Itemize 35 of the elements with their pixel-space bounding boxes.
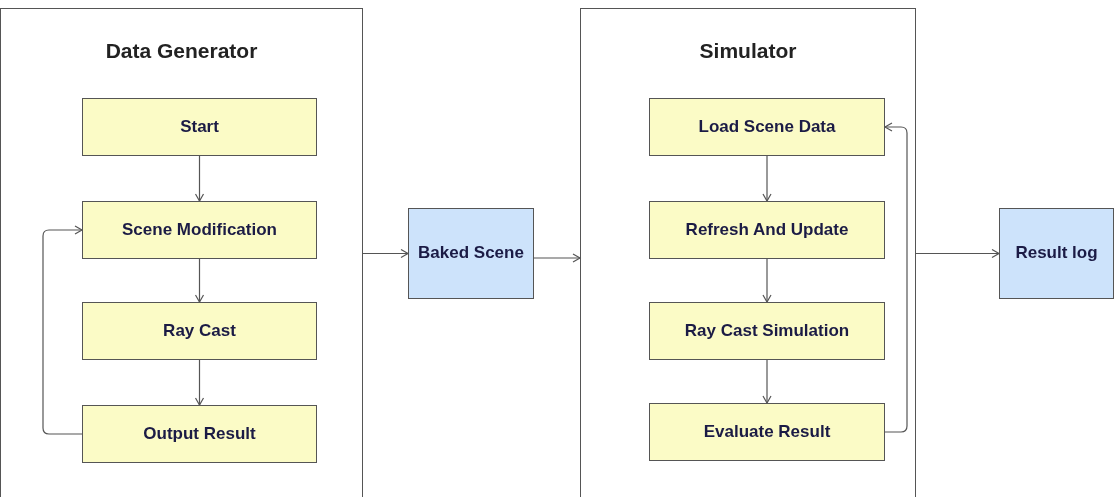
arrow (762, 155, 772, 202)
data-box (408, 208, 534, 299)
arrow (884, 122, 908, 433)
box-label: Output Result (143, 422, 256, 445)
panel-title: Data Generator (104, 39, 259, 63)
box-label: Ray Cast (163, 319, 236, 342)
arrow (194, 359, 205, 406)
process-box (649, 201, 885, 259)
arrow (762, 359, 772, 404)
arrow (762, 258, 772, 303)
process-box (82, 405, 317, 463)
process-box (649, 403, 885, 461)
process-box (82, 201, 317, 259)
box-label: Scene Modification (122, 218, 277, 241)
process-box (82, 98, 317, 156)
box-label: Start (180, 115, 219, 138)
container-panel (0, 8, 363, 497)
container-panel (580, 8, 916, 497)
box-label: Load Scene Data (698, 115, 836, 138)
box-label: Ray Cast Simulation (684, 319, 850, 342)
box-label: Refresh And Update (685, 218, 849, 241)
process-box (82, 302, 317, 360)
box-label: Result log (1015, 242, 1098, 265)
process-box (649, 98, 885, 156)
arrow (194, 258, 205, 303)
arrow (915, 248, 1000, 259)
process-box (649, 302, 885, 360)
data-box (999, 208, 1114, 299)
panel-title: Simulator (698, 39, 798, 63)
box-label: Evaluate Result (703, 420, 831, 443)
arrow (42, 225, 83, 435)
box-label: Baked Scene (418, 242, 524, 265)
arrow (533, 253, 581, 263)
arrow (194, 155, 205, 202)
arrow (362, 248, 409, 259)
